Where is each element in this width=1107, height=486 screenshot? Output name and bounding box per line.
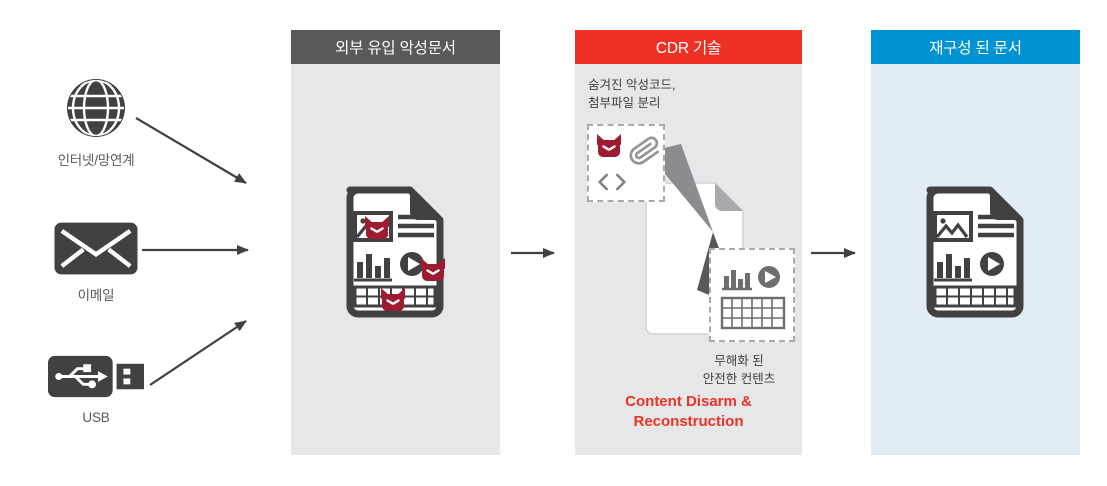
safe-note-line2: 안전한 컨텐츠 <box>702 372 776 387</box>
source-internet: 인터넷/망연계 <box>28 76 164 169</box>
panel-malicious-header: 외부 유입 악성문서 <box>291 30 500 64</box>
document-icon <box>916 186 1034 318</box>
cdr-caption-line1: Content Disarm & <box>625 393 752 410</box>
safe-note: 무해화 된 안전한 컨텐츠 <box>679 352 799 388</box>
panel-malicious-document: 외부 유입 악성문서 <box>291 30 500 455</box>
source-usb: USB <box>28 352 164 425</box>
separation-note-line2: 첨부파일 분리 <box>588 96 661 111</box>
globe-icon <box>64 76 128 140</box>
panel-cdr-body: 숨겨진 악성코드, 첨부파일 분리 무해화 된 안전한 컨텐츠 <box>575 64 802 455</box>
separation-note: 숨겨진 악성코드, 첨부파일 분리 <box>588 76 675 112</box>
panel-reconstructed-body <box>871 64 1080 455</box>
panel-cdr-header: CDR 기술 <box>575 30 802 64</box>
safe-content-box <box>709 248 795 342</box>
malware-icon <box>364 216 390 240</box>
paperclip-icon <box>626 130 664 173</box>
usb-drive-icon <box>47 352 145 401</box>
infected-document <box>336 186 454 318</box>
panel-reconstructed-document: 재구성 된 문서 <box>871 30 1080 455</box>
safe-note-line1: 무해화 된 <box>714 354 764 368</box>
panel-reconstructed-header: 재구성 된 문서 <box>871 30 1080 64</box>
source-email-label: 이메일 <box>77 288 115 303</box>
extracted-malware-box <box>587 124 665 202</box>
arrow-usb-to-document <box>149 320 247 386</box>
safe-content-icon <box>717 258 789 334</box>
panel-cdr: CDR 기술 숨겨진 악성코드, 첨부파일 분리 무해화 된 안전 <box>575 30 802 455</box>
separation-note-line1: 숨겨진 악성코드, <box>588 78 676 92</box>
panel-malicious-body <box>291 64 500 455</box>
source-internet-label: 인터넷/망연계 <box>57 153 135 168</box>
clean-document <box>916 186 1034 318</box>
malware-icon <box>380 288 406 312</box>
source-email: 이메일 <box>28 222 164 304</box>
envelope-icon <box>54 222 138 275</box>
cdr-caption-line2: Reconstruction <box>633 412 744 430</box>
malware-icon <box>420 258 446 282</box>
malware-icon <box>596 134 622 158</box>
source-usb-label: USB <box>82 410 110 425</box>
cdr-caption: Content Disarm & Reconstruction <box>575 392 802 431</box>
code-brackets-icon <box>597 173 627 191</box>
